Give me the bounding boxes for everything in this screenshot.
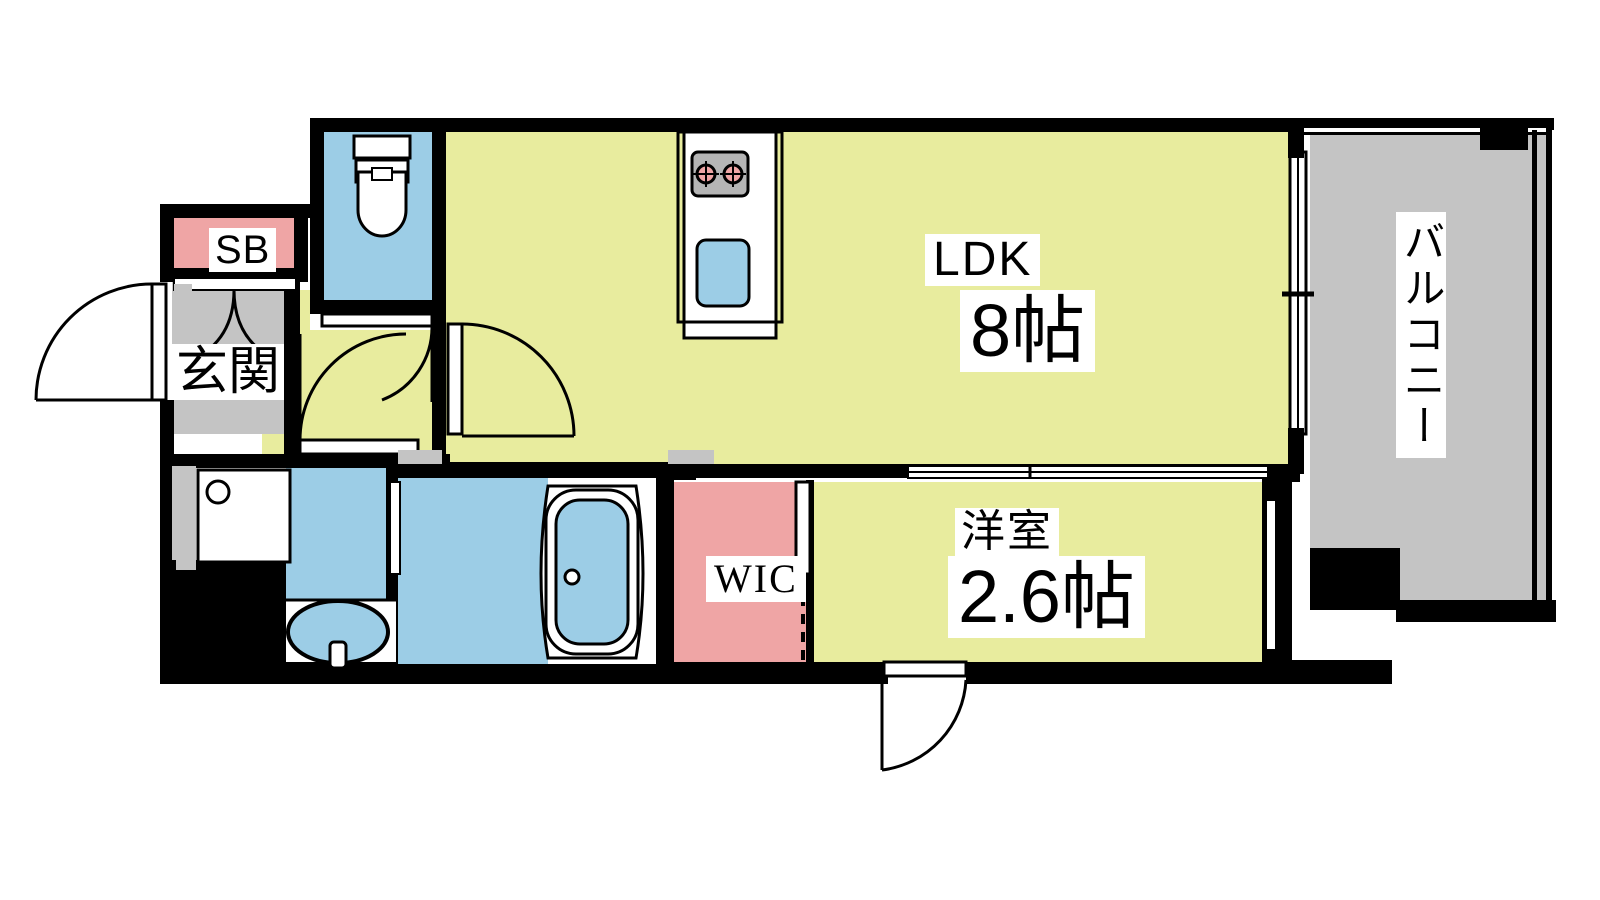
- bathroom-door-panel: [389, 481, 401, 575]
- bath-floor-blue: [398, 478, 548, 664]
- balcony-group: [1296, 118, 1556, 622]
- wall-divider-left-cap: [656, 464, 696, 480]
- washing-machine-drain: [205, 479, 231, 505]
- ldk-bedroom-sliding-door[interactable]: [907, 465, 1269, 479]
- bedroom-window-frame: [1265, 499, 1277, 651]
- washroom-door-swing-arc: [298, 332, 407, 441]
- wall-entrance-left-upper: [160, 204, 174, 282]
- toilet-flush-button: [371, 167, 393, 181]
- wall-toilet-left: [310, 118, 324, 314]
- washroom-door[interactable]: [298, 332, 420, 456]
- kitchen-counter: [676, 130, 784, 340]
- entrance-label: 玄関: [172, 344, 285, 400]
- toilet-fixture: [352, 134, 412, 238]
- ldk-fill: [446, 124, 1298, 464]
- toilet-door[interactable]: [320, 312, 434, 402]
- toilet-tank: [352, 134, 412, 160]
- wash-basin-faucet: [328, 640, 348, 670]
- grey-accent-corridor: [398, 450, 442, 464]
- wall-corridor-right: [432, 314, 446, 466]
- wall-hall-right: [284, 282, 300, 466]
- wall-bottom-main: [160, 662, 888, 684]
- washroom-left-strip: [172, 466, 196, 560]
- hall-to-ldk-door[interactable]: [446, 322, 576, 438]
- wall-right-lower: [1288, 428, 1304, 474]
- bedroom-area-label: 2.6帖: [948, 556, 1145, 638]
- wic-sliding-door[interactable]: [794, 480, 812, 660]
- wall-bath-right: [656, 468, 674, 664]
- entrance-door-panel: [150, 282, 168, 402]
- kitchen-sink-basin: [695, 238, 751, 308]
- wall-toilet-right: [432, 118, 446, 314]
- wall-sb-right: [294, 204, 308, 282]
- toilet-door-panel: [320, 312, 434, 328]
- balcony-bottom-rail: [1396, 600, 1556, 622]
- shoebox-label: SB: [209, 228, 277, 272]
- wic-label: WIC: [706, 556, 806, 602]
- wall-corridor-bottom: [160, 454, 450, 468]
- shoebox-door-track: [173, 277, 297, 291]
- washroom-group: [172, 466, 396, 670]
- bedroom-window: [1265, 499, 1277, 651]
- wall-bath-top: [396, 462, 676, 480]
- wall-top-ldk: [440, 118, 1302, 132]
- washroom-fill: [286, 468, 396, 602]
- ldk-label: LDK: [925, 234, 1041, 286]
- balcony-top-rail-inner: [1302, 128, 1548, 133]
- wall-toilet-bottom: [310, 300, 446, 314]
- balcony-right-rail-inner: [1532, 130, 1537, 610]
- balcony-lower-left-wall: [1310, 548, 1400, 610]
- bathtub-drain: [563, 568, 581, 586]
- hall-door-panel: [446, 322, 464, 436]
- bedroom-label: 洋室: [955, 508, 1059, 556]
- entrance-door[interactable]: [34, 282, 168, 402]
- wall-entrance-left-lower: [160, 400, 174, 466]
- balcony-top-rail-line: [1302, 132, 1548, 135]
- wall-toilet-top: [310, 118, 446, 132]
- bathroom-group: [389, 478, 656, 664]
- balcony-right-rail-outer: [1546, 128, 1552, 612]
- hall-door-swing-arc: [461, 322, 576, 437]
- wall-entrance-top: [160, 204, 312, 218]
- grey-accent-wic: [668, 450, 714, 464]
- ldk-area-label: 8帖: [960, 290, 1096, 372]
- wall-bottom-bedroom: [966, 662, 1286, 684]
- balcony-label: バルコニー: [1396, 212, 1446, 458]
- balcony-corner-post-top: [1480, 118, 1528, 150]
- washroom-door-panel: [298, 438, 420, 456]
- wall-divider-right-cap: [1268, 464, 1300, 482]
- bathtub-basin: [554, 498, 630, 646]
- bedroom-door[interactable]: [880, 660, 968, 772]
- wall-right-upper: [1288, 118, 1304, 158]
- kitchen-counter-inner: [676, 130, 784, 324]
- bedroom-door-panel: [882, 660, 968, 678]
- toilet-bowl: [356, 170, 408, 238]
- entrance-door-swing-arc: [34, 282, 153, 401]
- grey-accent-hall: [176, 560, 196, 570]
- bedroom-door-swing-arc: [881, 679, 968, 772]
